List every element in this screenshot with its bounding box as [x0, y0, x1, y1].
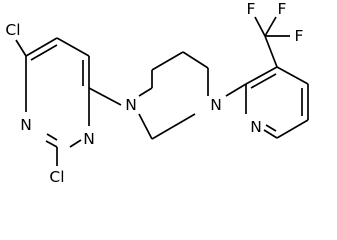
bond-py-c2-c3	[245, 66, 278, 85]
atom-n-piperazine-left: N	[125, 96, 137, 114]
bond-py-c2-c3-inner	[250, 73, 277, 89]
piperazine-ring	[138, 51, 209, 140]
bond-pyrimidine-piperazine	[88, 87, 122, 106]
bond-c2-n1	[45, 140, 58, 148]
bond-c6-c5	[25, 37, 58, 57]
bond-pip-7	[138, 113, 153, 140]
bond-pip-5	[182, 113, 196, 122]
bond-c2-n1-inner	[46, 133, 58, 141]
bond-py-c6-n1-inner	[265, 124, 277, 132]
bond-piperazine-pyridine	[225, 83, 247, 97]
atom-n-pyrimidine-upper: N	[20, 116, 32, 134]
trifluoromethyl-group	[254, 16, 290, 68]
bond-pip-2	[151, 51, 184, 71]
atom-f-right: F	[295, 27, 304, 45]
atom-cl-bottom: Cl	[49, 168, 64, 186]
bond-pip-3	[182, 51, 209, 69]
atom-n-pyrimidine-lower: N	[83, 130, 95, 148]
bond-n3-c2	[69, 139, 82, 148]
atom-f-top-right: F	[278, 0, 287, 18]
atom-f-top-left: F	[247, 0, 256, 18]
bond-py-c6-n1	[263, 129, 278, 139]
bond-cf3-f-top-right	[264, 16, 277, 37]
pyrimidine-ring	[15, 37, 90, 166]
bond-c3-cf3	[264, 35, 278, 68]
bond-pip-1	[138, 87, 153, 97]
bond-c5-c4	[56, 37, 90, 57]
atom-n-pyridine: N	[250, 118, 262, 136]
bond-cf3-f-top-left	[254, 16, 266, 37]
pyridine-ring	[245, 66, 309, 139]
bond-c6-c5-inner	[30, 44, 58, 61]
atom-n-piperazine-right: N	[210, 96, 222, 114]
bond-py-c5-c6	[276, 119, 309, 139]
bond-pip-6	[151, 120, 184, 140]
atom-cl-top: Cl	[5, 21, 20, 39]
bond-py-c3-c4	[276, 66, 309, 85]
bond-cl-c6	[15, 39, 27, 57]
chemical-structure: Cl Cl N N N N N F F F	[5, 0, 309, 186]
